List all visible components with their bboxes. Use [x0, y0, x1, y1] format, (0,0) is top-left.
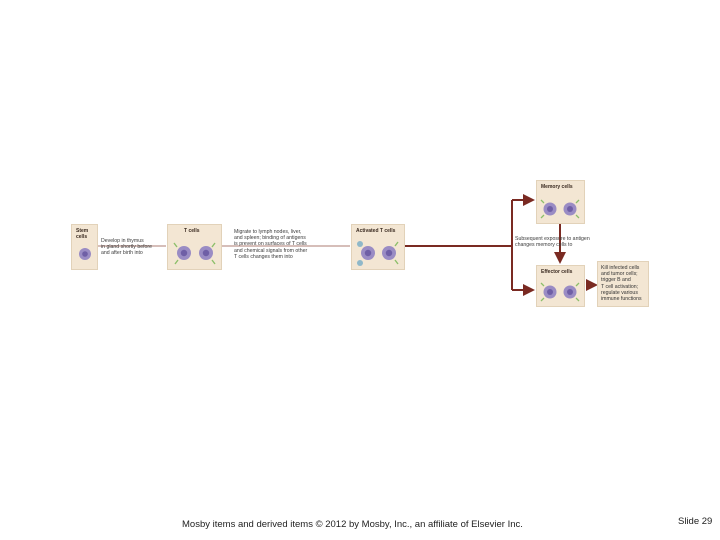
slide-number: Slide 29	[678, 516, 713, 527]
copyright-footer: Mosby items and derived items © 2012 by …	[182, 519, 523, 530]
t-cells-title: T cells	[184, 228, 200, 234]
memory-description: Subsequent exposure to antigen changes m…	[515, 236, 590, 249]
effector-result-text: Kill infected cells and tumor cells; tri…	[601, 265, 642, 303]
effector-cell-icon-2	[563, 282, 580, 302]
effector-cells-box: Effector cells	[536, 265, 585, 307]
t-cell-icon-1	[173, 242, 191, 265]
t-cells-description: Migrate to lymph nodes, liver, and splee…	[234, 229, 308, 260]
activated-t-cells-box: Activated T cells	[351, 224, 405, 270]
t-cell-icon-2	[199, 242, 216, 265]
stem-cells-box: Stem cells	[71, 224, 98, 270]
t-cells-box: T cells	[167, 224, 222, 270]
stem-cells-title: Stem cells	[76, 228, 89, 240]
stem-description: Develop in thymus in gland shortly befor…	[101, 238, 153, 257]
effector-cells-title: Effector cells	[541, 269, 573, 275]
effector-cell-icon-1	[540, 282, 557, 302]
memory-cell-icon-1	[540, 199, 557, 219]
activated-cell-icon-1	[357, 241, 375, 266]
activated-cell-icon-2	[382, 241, 399, 265]
memory-cell-icon-2	[563, 199, 580, 219]
activated-t-cells-title: Activated T cells	[356, 228, 396, 234]
effector-result-box: Kill infected cells and tumor cells; tri…	[597, 261, 649, 307]
stem-cell-icon	[79, 248, 91, 260]
memory-cells-title: Memory cells	[541, 184, 573, 190]
memory-cells-box: Memory cells	[536, 180, 585, 224]
